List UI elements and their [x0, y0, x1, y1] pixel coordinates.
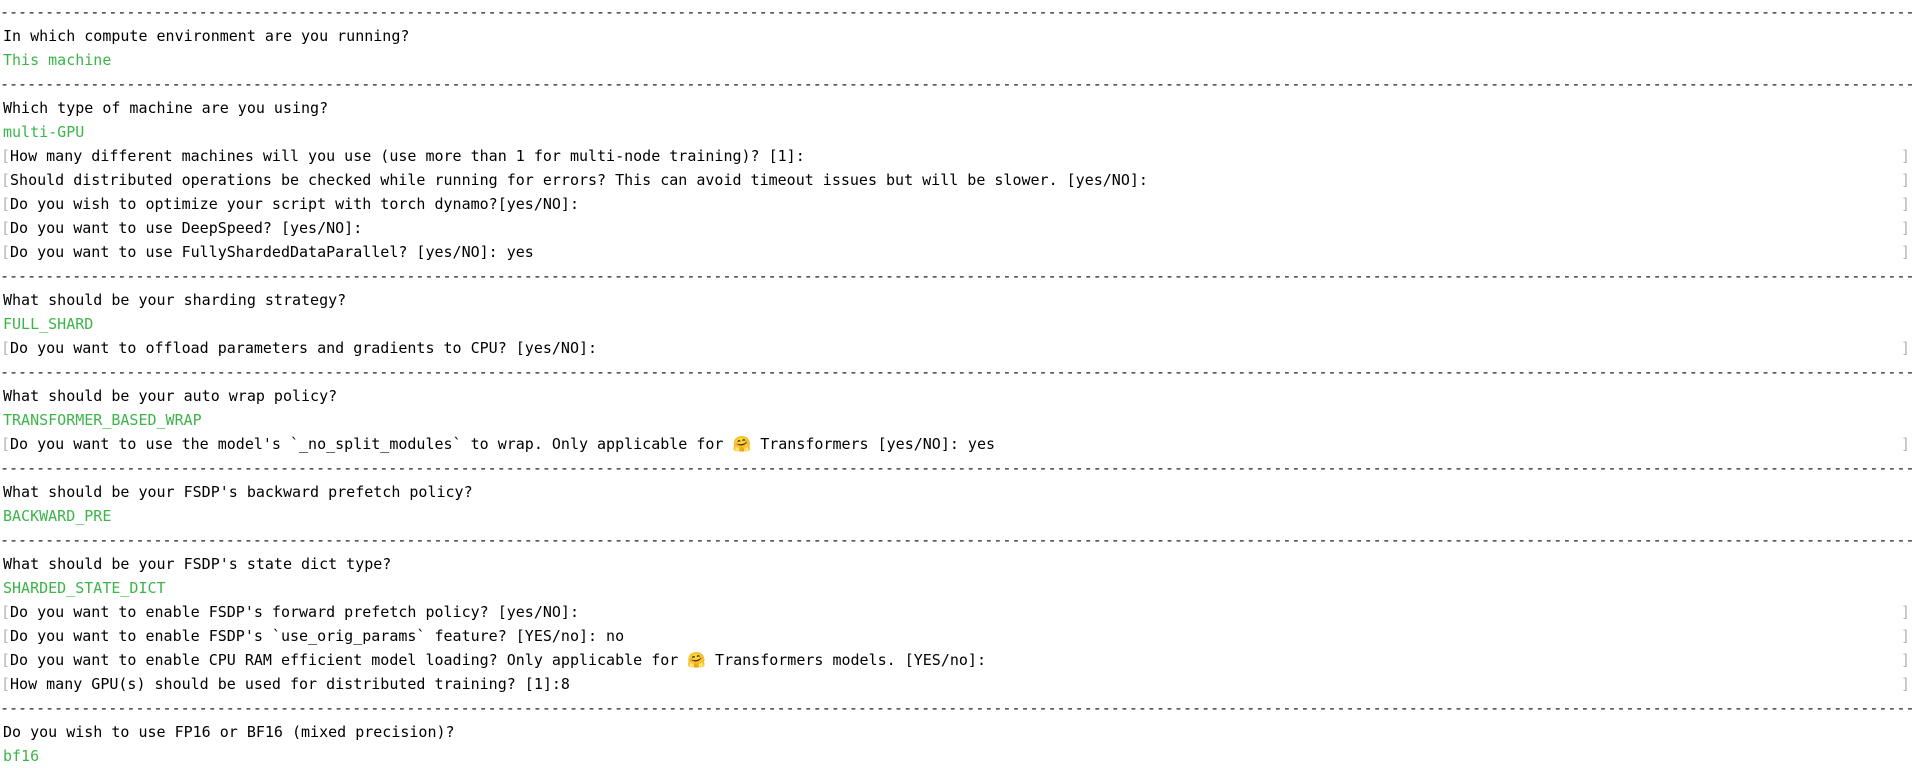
prompt-text: Do you want to enable CPU RAM efficient …: [10, 651, 986, 669]
question-text: Do you wish to use FP16 or BF16 (mixed p…: [3, 723, 455, 741]
separator-line: ----------------------------------------…: [0, 75, 1913, 93]
separator-line: ----------------------------------------…: [0, 363, 1913, 381]
input-bracket-right: ]: [1900, 171, 1910, 189]
prompt-input-line[interactable]: [How many different machines will you us…: [0, 144, 1913, 168]
selected-answer-text: FULL_SHARD: [3, 315, 94, 333]
input-bracket-left: [: [1, 339, 11, 357]
input-bracket-left: [: [1, 219, 11, 237]
question-text: What should be your FSDP's state dict ty…: [3, 555, 392, 573]
prompt-spacer: [579, 192, 1901, 216]
input-bracket-left: [: [1, 627, 11, 645]
input-bracket-left: [: [1, 243, 11, 261]
input-bracket-right: ]: [1900, 219, 1910, 237]
prompt-text: Do you want to offload parameters and gr…: [10, 339, 598, 357]
question-text: What should be your auto wrap policy?: [3, 387, 338, 405]
input-bracket-right: ]: [1900, 627, 1910, 645]
prompt-input-line[interactable]: [Do you wish to optimize your script wit…: [0, 192, 1913, 216]
input-bracket-right: ]: [1900, 675, 1910, 693]
selected-answer-text: bf16: [3, 747, 40, 765]
prompt-spacer: [534, 240, 1901, 264]
question-text: What should be your FSDP's backward pref…: [3, 483, 473, 501]
prompt-text: Should distributed operations be checked…: [10, 171, 1148, 189]
input-bracket-right: ]: [1900, 651, 1910, 669]
prompt-input-line[interactable]: [Do you want to offload parameters and g…: [0, 336, 1913, 360]
separator-line: ----------------------------------------…: [0, 459, 1913, 477]
selected-answer-text: SHARDED_STATE_DICT: [3, 579, 166, 597]
input-bracket-left: [: [1, 147, 11, 165]
selected-answer-text: multi-GPU: [3, 123, 85, 141]
input-bracket-left: [: [1, 171, 11, 189]
selected-answer-text: BACKWARD_PRE: [3, 507, 112, 525]
prompt-input-line[interactable]: [Do you want to enable FSDP's `use_orig_…: [0, 624, 1913, 648]
prompt-input-line[interactable]: [Should distributed operations be checke…: [0, 168, 1913, 192]
prompt-input-line[interactable]: [Do you want to use FullyShardedDataPara…: [0, 240, 1913, 264]
input-bracket-right: ]: [1900, 603, 1910, 621]
prompt-input-line[interactable]: [Do you want to enable FSDP's forward pr…: [0, 600, 1913, 624]
input-bracket-left: [: [1, 435, 11, 453]
input-bracket-right: ]: [1900, 195, 1910, 213]
separator-line: ----------------------------------------…: [0, 699, 1913, 717]
prompt-spacer: [995, 432, 1901, 456]
prompt-spacer: [624, 624, 1901, 648]
input-bracket-left: [: [1, 675, 11, 693]
prompt-input-line[interactable]: [Do you want to enable CPU RAM efficient…: [0, 648, 1913, 672]
separator-line: ----------------------------------------…: [0, 3, 1913, 21]
prompt-spacer: [579, 600, 1901, 624]
input-bracket-left: [: [1, 603, 11, 621]
input-bracket-left: [: [1, 651, 11, 669]
prompt-text: Do you want to use FullyShardedDataParal…: [10, 243, 534, 261]
prompt-text: Do you want to enable FSDP's forward pre…: [10, 603, 579, 621]
separator-line: ----------------------------------------…: [0, 267, 1913, 285]
question-text: What should be your sharding strategy?: [3, 291, 347, 309]
question-text: In which compute environment are you run…: [3, 27, 410, 45]
prompt-text: Do you wish to optimize your script with…: [10, 195, 579, 213]
prompt-spacer: [805, 144, 1901, 168]
input-bracket-right: ]: [1900, 147, 1910, 165]
input-bracket-right: ]: [1900, 339, 1910, 357]
prompt-text: How many GPU(s) should be used for distr…: [10, 675, 570, 693]
prompt-spacer: [1148, 168, 1901, 192]
input-bracket-right: ]: [1900, 435, 1910, 453]
prompt-input-line[interactable]: [How many GPU(s) should be used for dist…: [0, 672, 1913, 696]
separator-line: ----------------------------------------…: [0, 531, 1913, 549]
input-bracket-left: [: [1, 195, 11, 213]
prompt-input-line[interactable]: [Do you want to use the model's `_no_spl…: [0, 432, 1913, 456]
prompt-text: Do you want to use the model's `_no_spli…: [10, 435, 995, 453]
prompt-spacer: [362, 216, 1901, 240]
prompt-input-line[interactable]: [Do you want to use DeepSpeed? [yes/NO]:…: [0, 216, 1913, 240]
prompt-spacer: [570, 672, 1901, 696]
prompt-text: Do you want to use DeepSpeed? [yes/NO]:: [10, 219, 363, 237]
selected-answer-text: This machine: [3, 51, 112, 69]
prompt-text: How many different machines will you use…: [10, 147, 805, 165]
question-text: Which type of machine are you using?: [3, 99, 329, 117]
input-bracket-right: ]: [1900, 243, 1910, 261]
prompt-spacer: [597, 336, 1901, 360]
selected-answer-text: TRANSFORMER_BASED_WRAP: [3, 411, 202, 429]
prompt-text: Do you want to enable FSDP's `use_orig_p…: [10, 627, 625, 645]
prompt-spacer: [986, 648, 1901, 672]
